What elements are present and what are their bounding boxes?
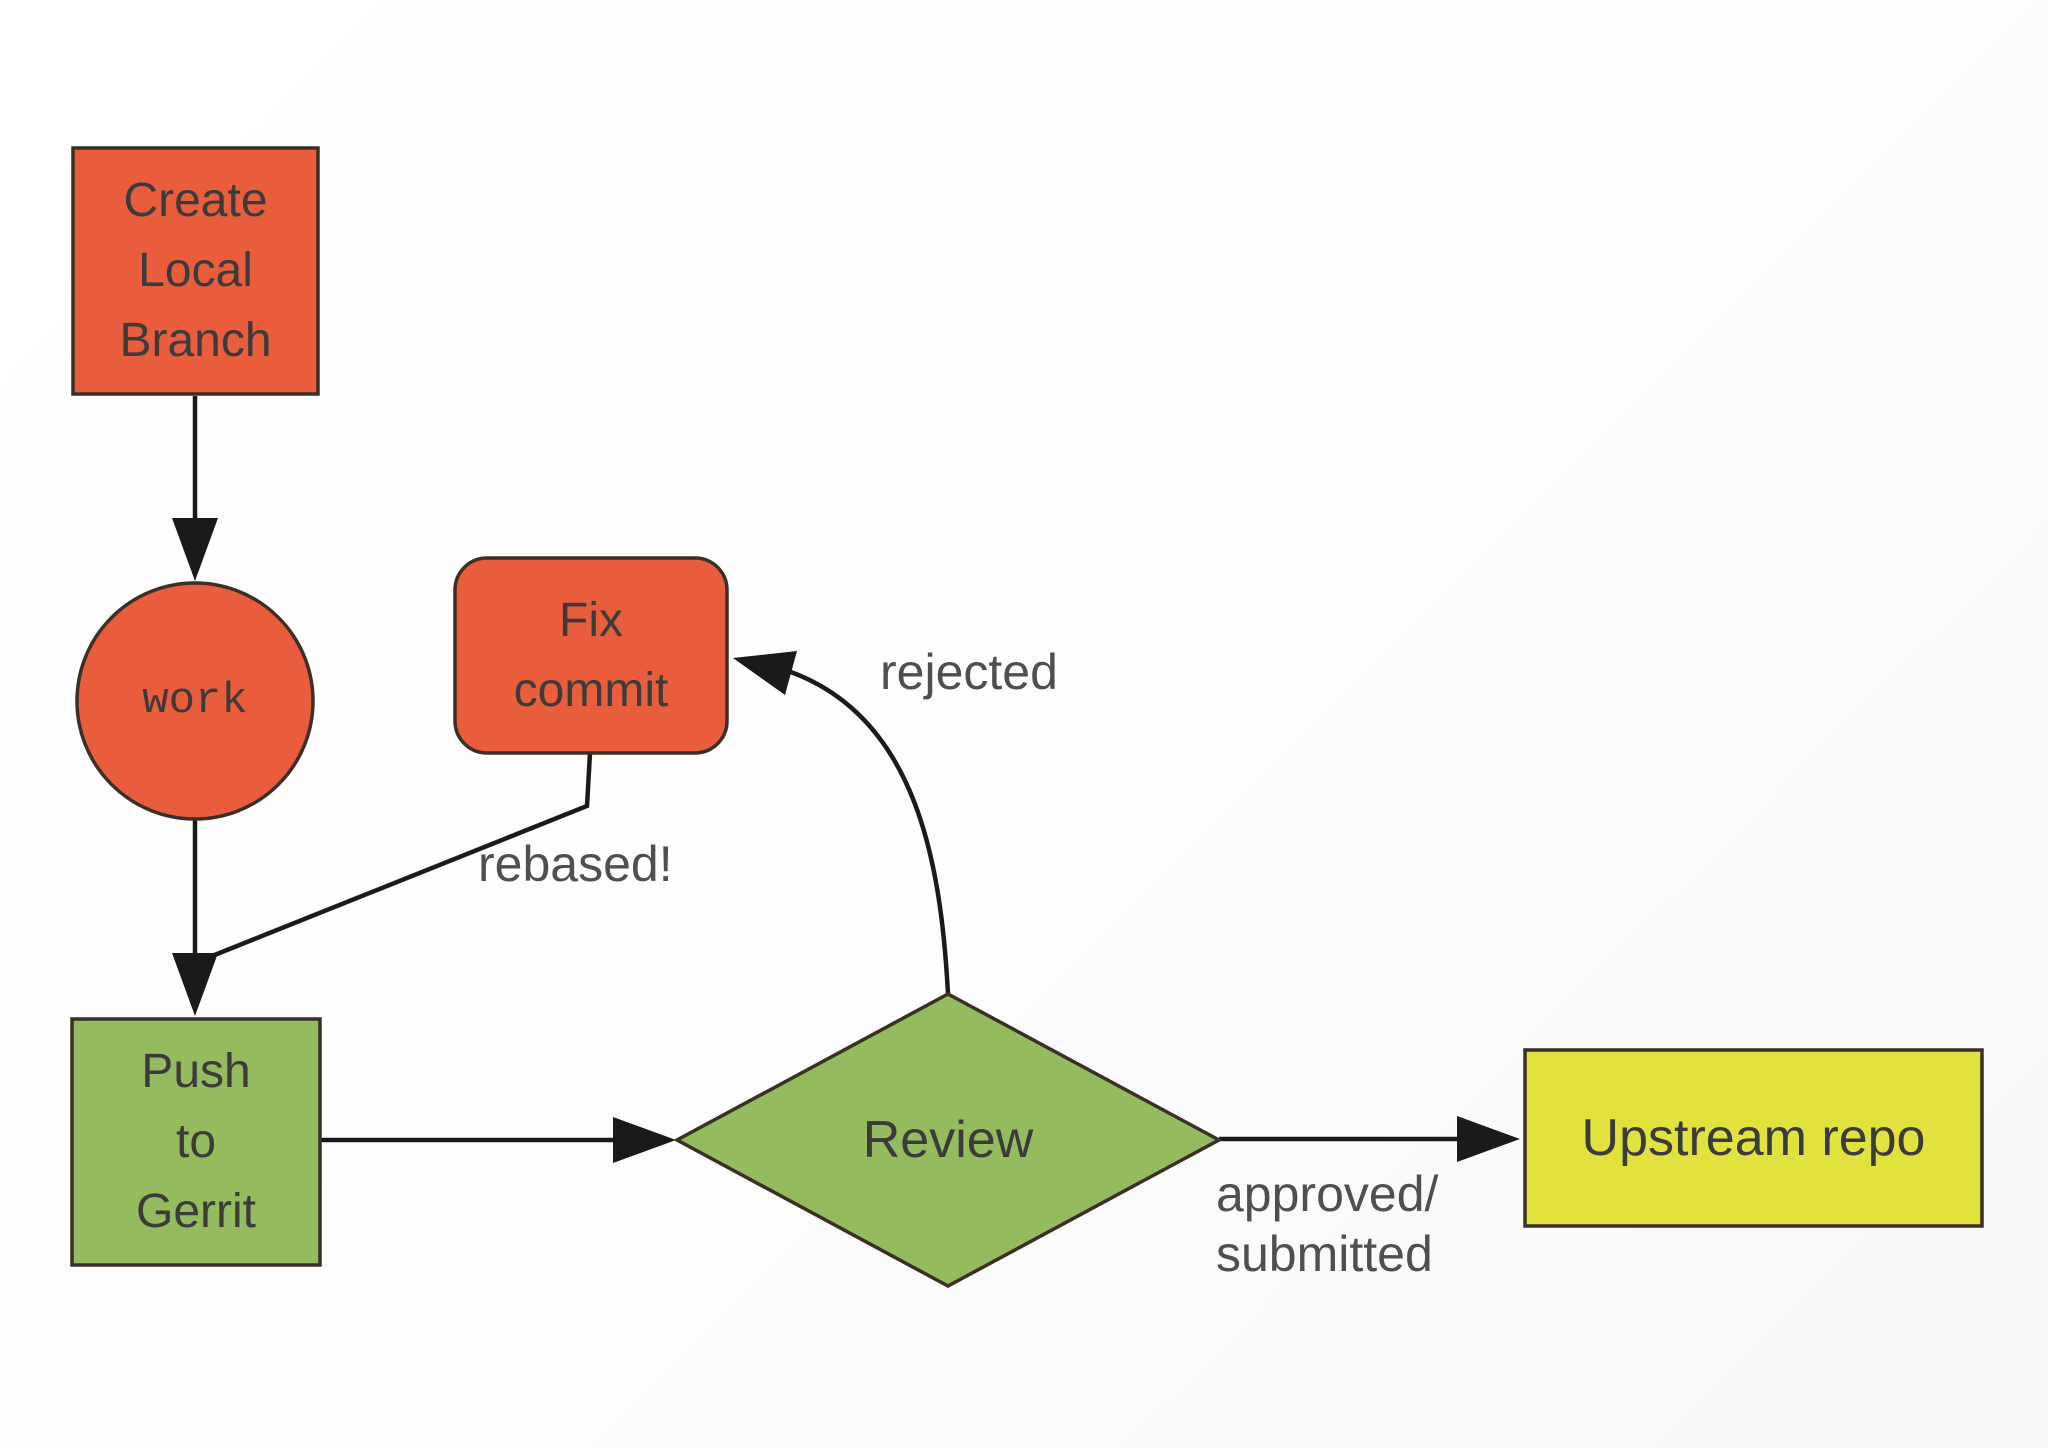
- node-create-local-branch: [71, 146, 320, 396]
- node-push-to-gerrit: [70, 1017, 322, 1267]
- node-review: [673, 992, 1223, 1288]
- arrowhead-into-push-gerrit: [172, 953, 218, 1016]
- arrowhead-into-review: [613, 1117, 676, 1163]
- node-upstream-repo: [1523, 1048, 1984, 1228]
- node-fix-commit: [453, 556, 729, 755]
- arrowhead-into-work: [172, 518, 218, 581]
- node-work: [75, 581, 315, 821]
- edge-label-rejected: rejected: [880, 644, 1058, 700]
- edge-fix-commit-to-push-gerrit: [196, 752, 593, 965]
- edge-label-rebased: rebased!: [478, 836, 673, 892]
- edge-label-approved-submitted: approved/ submitted: [1216, 1166, 1439, 1282]
- nodes-group: [70, 146, 1984, 1288]
- arrowhead-into-fix-commit: [733, 651, 797, 695]
- arrowhead-into-upstream: [1457, 1116, 1520, 1162]
- edges-group: [172, 396, 1520, 1163]
- edge-review-to-fix-commit: [787, 668, 951, 995]
